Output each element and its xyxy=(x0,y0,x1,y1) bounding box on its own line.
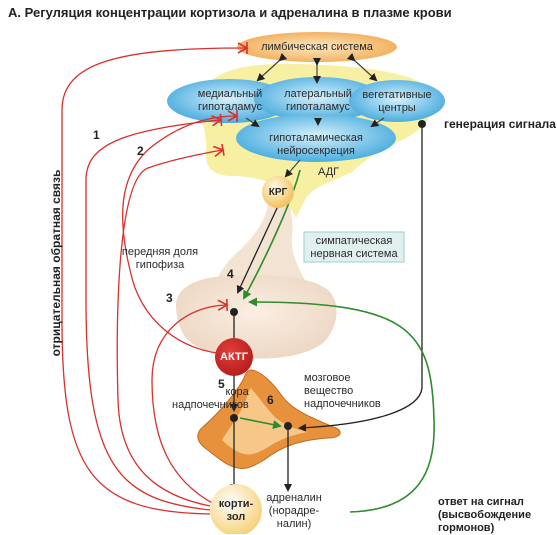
step-number-6: 6 xyxy=(267,393,274,407)
feedback-arrows xyxy=(61,41,249,515)
step-number-4: 4 xyxy=(227,267,234,281)
krg-node xyxy=(262,176,294,208)
negative-feedback-label: отрицательная обратная связь xyxy=(49,169,63,357)
step-number-5: 5 xyxy=(218,377,225,391)
actg-node xyxy=(215,338,253,376)
signal-generation-label: генерация сигнала xyxy=(444,117,556,131)
diagram-title: A. Регуляция концентрации кортизола и ад… xyxy=(8,5,452,20)
pituitary-dot xyxy=(230,308,238,316)
lateral-hypothalamus-shape xyxy=(254,77,382,121)
sympathetic-box xyxy=(303,231,405,263)
vegetative-centers-shape xyxy=(349,80,445,122)
response-arrows xyxy=(239,169,435,513)
medulla-dot xyxy=(284,422,292,430)
pituitary-gland xyxy=(176,275,337,359)
hypothalamus-connections xyxy=(245,53,385,178)
krg-label: КРГ xyxy=(268,187,288,198)
signal-source-dot xyxy=(418,120,426,128)
actg-label: АКТГ xyxy=(220,351,248,363)
signal-pathways xyxy=(230,128,423,492)
pituitary-stalk xyxy=(214,196,310,290)
step-number-2: 2 xyxy=(137,144,144,158)
neurosecretion-shape xyxy=(236,114,396,162)
adrenaline-label: адреналин(норадре-налин) xyxy=(266,492,322,530)
adrenal-medulla xyxy=(222,388,308,455)
cortex-dot xyxy=(230,414,238,422)
limbic-system-label: лимбическая система xyxy=(261,41,373,53)
step-number-3: 3 xyxy=(166,291,173,305)
adg-label: АДГ xyxy=(318,166,340,178)
cortisol-label: корти-зол xyxy=(218,498,254,523)
cortisol-node xyxy=(210,484,262,534)
step-number-1: 1 xyxy=(93,128,100,142)
